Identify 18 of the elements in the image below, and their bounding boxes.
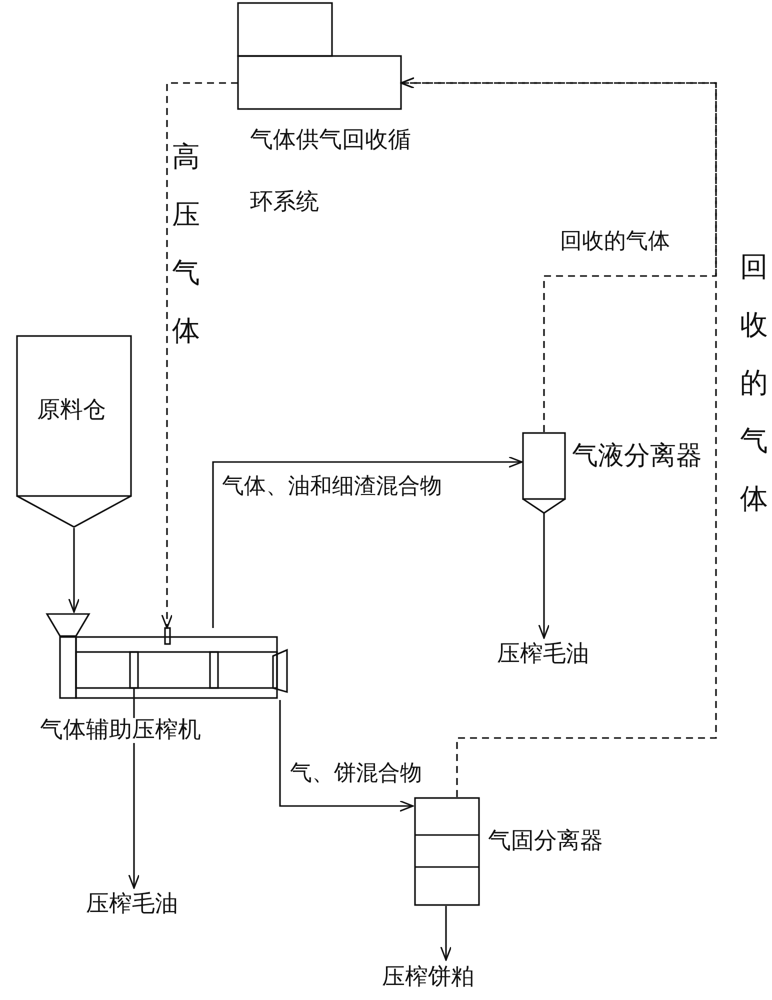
unit-label: 气体供气回收循环系统 — [250, 126, 412, 217]
bin-label: 原料仓 — [37, 398, 106, 424]
output-label: 压榨毛油 — [497, 642, 589, 668]
output-label: 压榨毛油 — [86, 892, 178, 918]
separator-label: 气固分离器 — [488, 829, 603, 854]
arrow — [212, 456, 523, 628]
arrow — [400, 77, 717, 797]
arrow — [161, 82, 238, 629]
press-label: 气体辅助压榨机 — [40, 718, 201, 744]
arrow — [538, 513, 550, 639]
edge-label: 回收的气体 — [560, 230, 670, 254]
arrow — [279, 700, 414, 812]
edge-label: 气体、油和细渣混合物 — [222, 475, 442, 500]
separator-label: 气液分离器 — [572, 442, 702, 471]
arrow — [68, 528, 80, 613]
edge-label: 气、饼混合物 — [290, 762, 422, 786]
output-label: 压榨饼粕 — [382, 965, 474, 990]
arrow — [440, 906, 452, 961]
